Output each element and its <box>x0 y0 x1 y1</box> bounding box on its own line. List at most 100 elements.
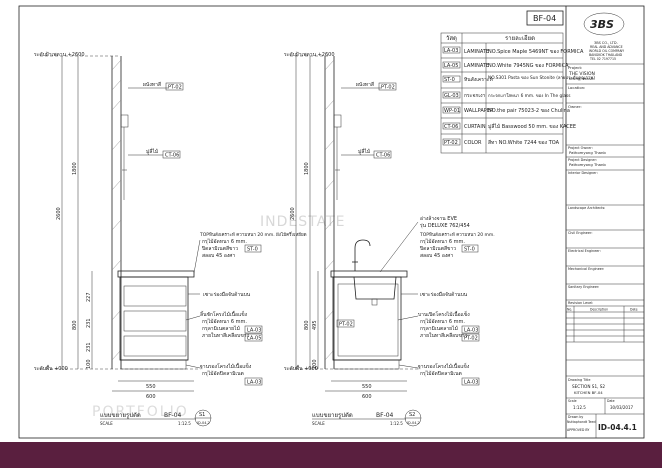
legend-row: PT-02 COLOR สีทา NO.White 7244 ของ TOA <box>442 138 560 146</box>
s1-scale-label: SCALE <box>100 421 113 426</box>
s1-note: สลอบ 45 องศา <box>202 253 235 259</box>
legend-detail: กระจกเงาใสหนา 6 mm. ของ In The glass <box>488 93 571 99</box>
company-line: REAL AND ADVANCE <box>590 45 623 49</box>
s1-dim: 227 <box>86 292 92 302</box>
s2-note: ภายในทาสีเคลือบขาว <box>420 332 468 339</box>
s2-cabinet <box>332 276 402 361</box>
s1-dim: 231 <box>86 342 92 352</box>
s1-note: ฐานรองโครงไม้เนื้อแข็ง <box>200 361 252 370</box>
tb-project: THE VISION <box>568 71 595 77</box>
legend-row: CT-06 CURTAIN มู่ลี่ไม้ Basswood 50 mm. … <box>441 122 576 135</box>
legend-detail: สีทา NO.White 7244 ของ TOA <box>488 139 560 146</box>
tb-label: Drawn by <box>568 415 583 419</box>
watermark-bottom: PORTFOLIO <box>92 404 189 420</box>
s2-scale: 1:12.5 <box>390 421 403 426</box>
tb-drawing-title: SECTION S1, S2 <box>572 384 605 389</box>
s1-dim: 800 <box>72 320 78 330</box>
legend-code: LA-05 <box>444 63 458 69</box>
material-legend: วัสดุ รายละเอียด LA-03 LAMINATE NO.Spice… <box>440 32 595 154</box>
tb-label: Interior Designer: <box>568 171 598 175</box>
s1-drawer-1 <box>123 285 187 307</box>
sheet-tag: BF-04 <box>533 14 556 23</box>
legend-name: LAMINATE <box>464 63 489 69</box>
s2-note: สลอบ 45 องศา <box>420 253 453 259</box>
s1-note: TOPหินสังเคราะห์ ความหนา 20 mm. ฝังไม้คร… <box>199 231 307 238</box>
legend-detail: NO.S301 Pasta ของ Sun Stonite (ลายประดับ… <box>488 75 595 81</box>
s1-dim: 550 <box>146 384 156 390</box>
s2-note: อ่างล้างจาน EVE <box>420 215 457 222</box>
tb-label: Scale <box>568 399 577 403</box>
legend-name: หินสังเคราะห์ <box>464 76 493 83</box>
s2-marker-ref: ID-04.2 <box>407 421 420 425</box>
legend-header-detail: รายละเอียด <box>505 34 535 42</box>
tb-label: Project Owner: <box>568 146 593 150</box>
section-s1: ระดับฝ้าเพดาน +2600 ระดับพื้น +000 <box>34 51 307 427</box>
tb-label: Location: <box>568 85 585 90</box>
s1-ceiling-level: ระดับฝ้าเพดาน +2600 <box>34 51 85 58</box>
s1-tag: LA-03 <box>247 380 261 386</box>
s2-note: ผนังทาสี <box>356 81 374 88</box>
s2-dim: 600 <box>362 394 372 400</box>
s2-note: มู่ลี่ไม้ <box>358 148 370 155</box>
s1-dim: 600 <box>146 394 156 400</box>
tb-value: Pathomyong Thanb <box>569 150 606 155</box>
tb-label: Mechanical Engineer: <box>568 267 604 271</box>
s2-caption: แบบขยายรูปตัด <box>312 412 353 419</box>
legend-code: PT-02 <box>444 140 458 146</box>
s1-note: ปิดลามิเนตสีขาว <box>202 245 239 252</box>
s2-plinth <box>333 359 400 370</box>
s1-tag: PT-02 <box>168 85 182 91</box>
s2-dim: 2600 <box>290 207 296 220</box>
s2-dim: 100 <box>312 359 318 369</box>
s2-note: ปิดลามิเนตสีขาว <box>420 245 457 252</box>
s2-note: บานเปิดโครงไม้เนื้อแข็ง <box>418 309 470 318</box>
company-line: TEL 02 7197715 <box>589 57 616 61</box>
s2-note: ฐานรองโครงไม้เนื้อแข็ง <box>418 361 470 370</box>
tb-sheet-no: ID-04.4.1 <box>598 423 637 432</box>
s2-faucet <box>354 239 371 271</box>
tb-drawn: Nuttaphondt Teed <box>567 420 596 424</box>
legend-code: WP-01 <box>444 108 460 114</box>
s1-note: มู่ลี่ไม้ <box>146 148 158 155</box>
s1-note: ลิ้นชักโครงไม้เนื้อแข็ง <box>200 309 248 318</box>
s2-ceiling-level: ระดับฝ้าเพดาน +2600 <box>284 51 335 58</box>
s1-drawer-2 <box>123 310 187 332</box>
s2-dim: 550 <box>362 384 372 390</box>
legend-code: LA-03 <box>444 48 458 54</box>
rev-col: Date <box>630 308 638 312</box>
legend-detail: มู่ลี่ไม้ Basswood 50 mm. ของ KACEE <box>488 123 576 130</box>
s1-note: กรุไม้อัดปิดลามิเนต <box>202 370 244 377</box>
s1-dim: 100 <box>86 359 92 369</box>
s2-tag: PT-02 <box>381 85 395 91</box>
s2-tag: ST-0 <box>464 247 475 253</box>
s2-caption-code: BF-04 <box>376 412 394 419</box>
legend-code: CT-06 <box>444 124 458 130</box>
legend-detail: NO.the pair 75023-2 ของ Chulina <box>488 108 570 114</box>
watermark-top: INDESTATE <box>260 214 345 230</box>
s2-dim: 1800 <box>304 162 310 175</box>
s2-note: รุ่น DELUXE 762/454 <box>420 223 470 229</box>
s2-note: กรุไม้อัดหนา 6 mm. <box>420 318 465 325</box>
s2-note: กรุไม้อัดหนา 6 mm. <box>420 238 465 245</box>
company-line: BANGKOK THAILAND <box>589 53 623 57</box>
s2-tag: PT-02 <box>339 322 353 328</box>
s1-note: กรุลามิเนตลายไม้ <box>202 325 240 332</box>
s1-note: ภายในทาสีเคลือบขาว <box>202 332 250 339</box>
s1-dim: 231 <box>86 318 92 328</box>
s2-tag: LA-03 <box>464 328 478 334</box>
tb-label: Project Designer: <box>568 158 597 162</box>
legend-row: LA-03 LAMINATE NO.Spice Maple 5469NT ของ… <box>441 46 584 59</box>
tb-label: Revision Level: <box>568 301 593 305</box>
s2-tag: LA-03 <box>464 380 478 386</box>
tb-label: Date <box>607 399 615 403</box>
s2-floor-level: ระดับพื้น +000 <box>284 363 318 372</box>
s1-countertop <box>117 270 195 278</box>
s1-plinth <box>120 359 187 370</box>
s1-wall-hatch <box>111 59 122 361</box>
s1-tag: CT-06 <box>165 153 179 159</box>
s2-note: TOPหินสังเคราะห์ ความหนา 20 mm. <box>419 231 495 238</box>
legend-detail: NO.Spice Maple 5469NT ของ FORMICA <box>488 49 584 55</box>
s1-marker-ref: ID-04.2 <box>197 421 210 425</box>
